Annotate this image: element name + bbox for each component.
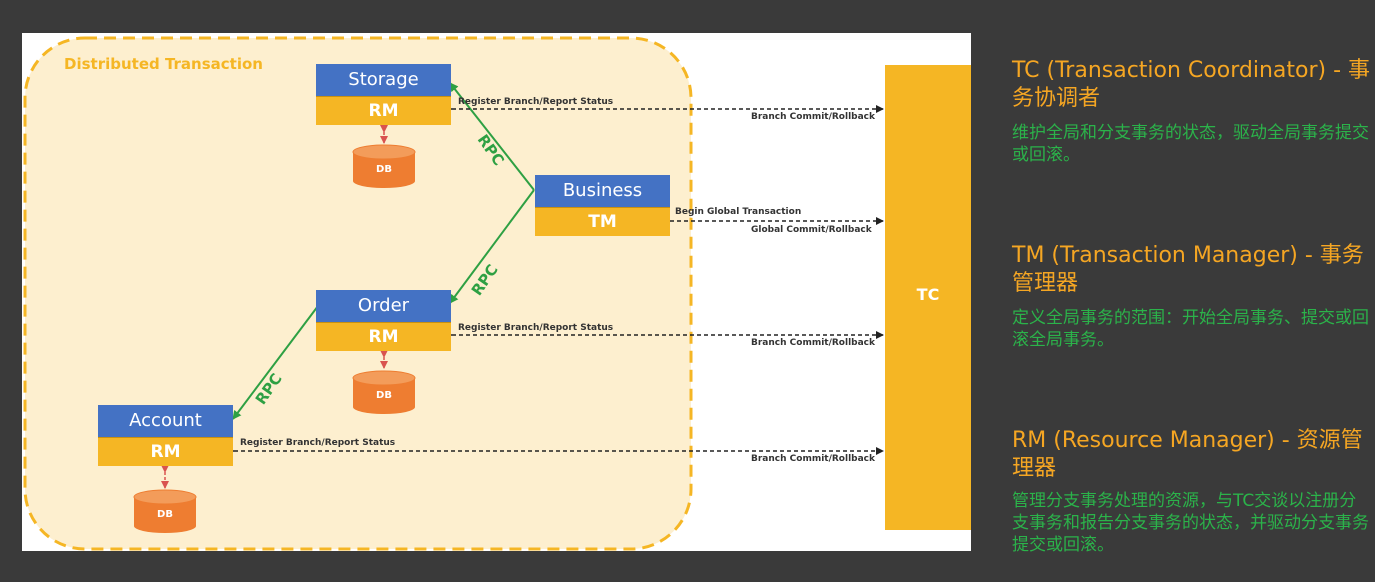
business-node-title: Business [535, 175, 670, 207]
diagram-canvas: Distributed Transaction Storage RM DB Bu… [22, 33, 971, 551]
order-register-label: Register Branch/Report Status [458, 323, 614, 333]
rpc-line-account [232, 305, 319, 420]
storage-node-title: Storage [316, 64, 451, 96]
account-db-icon [133, 489, 197, 533]
order-db-label: DB [376, 390, 392, 401]
tm-description: 定义全局事务的范围：开始全局事务、提交或回滚全局事务。 [1012, 308, 1369, 350]
distributed-transaction-title: Distributed Transaction [64, 55, 263, 73]
storage-db-label: DB [376, 164, 392, 175]
tm-heading: TM (Transaction Manager) - 事务管理器 [1012, 243, 1364, 296]
diagram-lines [23, 36, 884, 551]
tc-heading: TC (Transaction Coordinator) - 事务协调者 [1012, 58, 1371, 111]
order-rm-label: RM [316, 322, 451, 351]
rm-description: 管理分支事务处理的资源，与TC交谈以注册分支事务和报告分支事务的状态，并驱动分支… [1012, 491, 1369, 555]
begin-global-label: Begin Global Transaction [675, 207, 802, 217]
tc-label: TC [916, 285, 940, 304]
storage-branch-commit-label: Branch Commit/Rollback [751, 112, 875, 122]
business-tm-label: TM [535, 207, 670, 236]
rpc-line-order [449, 189, 535, 304]
storage-rm-label: RM [316, 96, 451, 125]
tc-description: 维护全局和分支事务的状态，驱动全局事务提交或回滚。 [1012, 123, 1369, 165]
account-node-title: Account [98, 405, 233, 437]
storage-register-label: Register Branch/Report Status [458, 97, 614, 107]
account-db-label: DB [157, 509, 173, 520]
rm-heading: RM (Resource Manager) - 资源管理器 [1012, 428, 1363, 481]
global-commit-label: Global Commit/Rollback [751, 225, 872, 235]
account-rm-label: RM [98, 437, 233, 466]
tc-box: TC [885, 65, 971, 530]
account-branch-commit-label: Branch Commit/Rollback [751, 454, 875, 464]
order-db-icon [352, 370, 416, 414]
rpc-line-storage [449, 82, 535, 191]
account-register-label: Register Branch/Report Status [240, 438, 396, 448]
storage-db-icon [352, 144, 416, 188]
order-node-title: Order [316, 290, 451, 322]
order-branch-commit-label: Branch Commit/Rollback [751, 338, 875, 348]
